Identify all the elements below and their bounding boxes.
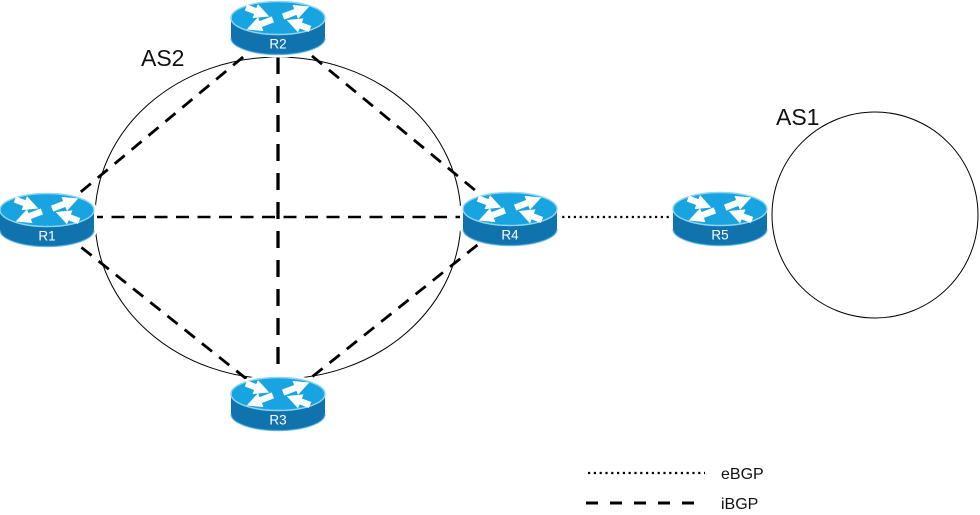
router-r2: R2 xyxy=(231,0,325,55)
edge-r1-r3-ibgp xyxy=(46,218,279,406)
router-r3-label: R3 xyxy=(269,413,286,428)
router-r5-label: R5 xyxy=(711,228,728,243)
router-r5: R5 xyxy=(673,191,767,246)
edge-r1-r2-ibgp xyxy=(46,26,279,222)
legend: eBGP iBGP xyxy=(586,466,764,513)
as1-label: AS1 xyxy=(776,104,819,130)
router-r3: R3 xyxy=(231,376,325,431)
as2-label: AS2 xyxy=(141,45,184,71)
router-r1-label: R1 xyxy=(38,229,55,244)
router-r4: R4 xyxy=(463,191,557,246)
edge-r2-r4-ibgp xyxy=(277,26,511,221)
router-r4-label: R4 xyxy=(501,228,519,243)
edge-r3-r4-ibgp xyxy=(277,217,511,406)
legend-ibgp-label: iBGP xyxy=(721,496,758,513)
router-r2-label: R2 xyxy=(269,37,286,52)
as1-boundary-circle xyxy=(771,111,979,319)
legend-ebgp-label: eBGP xyxy=(721,466,764,483)
router-r1: R1 xyxy=(0,192,94,247)
